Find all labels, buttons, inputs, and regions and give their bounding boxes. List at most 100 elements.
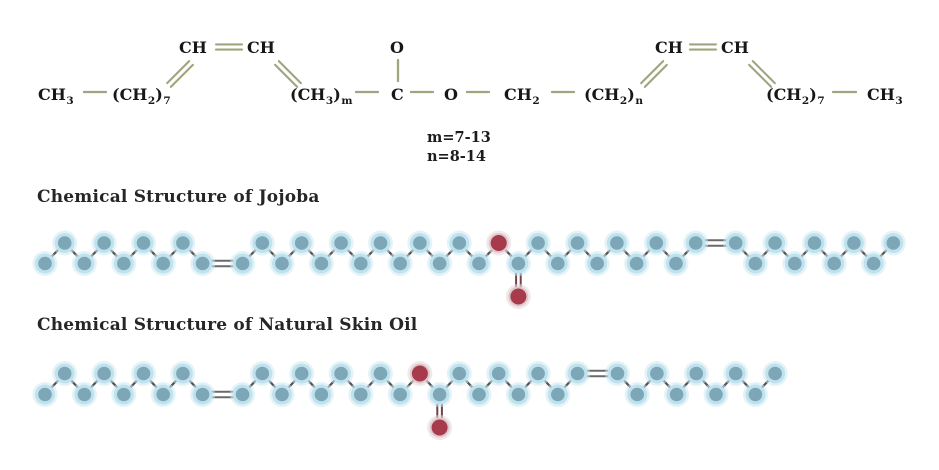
ch3-left: CH3 xyxy=(38,85,74,107)
carbon-atom xyxy=(590,256,604,271)
m-range-text: m=7-13 xyxy=(427,129,491,146)
carbon-atom xyxy=(413,236,427,250)
carbon-atom xyxy=(373,366,388,381)
carbon-atom xyxy=(768,236,782,250)
carbon-atom xyxy=(77,387,92,402)
ch2-text: CH xyxy=(504,85,532,104)
carbon-atom xyxy=(136,236,151,250)
carbon-atom xyxy=(373,236,388,250)
carbon-atom xyxy=(136,366,151,381)
carbon-atom xyxy=(472,387,486,402)
carbon-atom xyxy=(452,236,467,250)
ch3-left-subscript: 3 xyxy=(66,94,74,107)
carbon-atom xyxy=(97,236,111,250)
carbon-atom xyxy=(807,236,822,250)
carbon-atom xyxy=(866,256,881,271)
carbon-atom xyxy=(117,256,131,271)
ch2-subscript: 2 xyxy=(532,94,540,107)
carbon-atom xyxy=(650,366,664,381)
ch-alkene2-right-text: CH xyxy=(721,38,749,57)
ch-alkene2-left: CH xyxy=(655,38,683,57)
ch3-m: (CH3)m xyxy=(290,85,352,107)
carbon-atom xyxy=(827,256,841,271)
double-bond xyxy=(166,60,191,85)
carbon-atom xyxy=(314,256,329,271)
carbon-atom xyxy=(275,387,289,402)
carbon-atom xyxy=(334,236,348,250)
ch2-7-left-subscript: 7 xyxy=(163,94,171,107)
double-bond xyxy=(169,63,194,88)
ch-alkene2-left-text: CH xyxy=(655,38,683,57)
carbon-atom xyxy=(689,366,704,381)
ch2-7-left-subscript: 2 xyxy=(147,94,156,107)
carbon-atom xyxy=(156,387,170,402)
ch3-left-text: CH xyxy=(38,85,66,104)
ch2-n-text: (CH xyxy=(584,85,620,104)
carbon-atom xyxy=(235,387,250,402)
ch2-n-text: ) xyxy=(627,85,635,104)
ch-alkene1-right-text: CH xyxy=(247,38,275,57)
mn-range-note: m=7-13 n=8-14 xyxy=(427,128,491,166)
carbonyl-carbon-text: C xyxy=(391,85,404,104)
carbon-atom xyxy=(294,366,309,381)
ch2-7-right-subscript: 2 xyxy=(801,94,810,107)
oxygen-atom xyxy=(490,235,507,251)
carbon-atom xyxy=(847,236,861,250)
ch2-7-left: (CH2)7 xyxy=(112,85,171,107)
carbon-atom xyxy=(768,366,782,381)
carbon-atom xyxy=(610,236,624,250)
carbon-atom xyxy=(275,256,289,271)
carbon-atom xyxy=(728,236,743,250)
carbon-atom xyxy=(511,256,526,271)
carbon-atom xyxy=(669,387,684,402)
carbon-atom xyxy=(432,387,447,402)
carbon-atom xyxy=(314,387,329,402)
carbonyl-carbon: C xyxy=(391,85,404,104)
ch2-7-right: (CH2)7 xyxy=(766,85,825,107)
carbon-atom xyxy=(354,256,368,271)
carbonyl-oxygen: O xyxy=(390,38,404,57)
carbon-atom xyxy=(629,256,644,271)
carbon-atom xyxy=(728,366,743,381)
carbon-atom xyxy=(255,366,270,381)
carbon-atom xyxy=(156,256,170,271)
double-bond xyxy=(277,60,302,85)
carbon-atom xyxy=(117,387,131,402)
carbon-atom xyxy=(669,256,683,271)
carbon-atom xyxy=(235,256,250,271)
double-bond xyxy=(748,63,773,88)
ch3-m-text: ) xyxy=(333,85,341,104)
carbon-atom xyxy=(354,387,368,402)
double-bond xyxy=(274,63,299,88)
double-bond xyxy=(640,60,665,85)
n-range-text: n=8-14 xyxy=(427,148,486,165)
ester-oxygen: O xyxy=(444,85,458,104)
ch3-right-text: CH xyxy=(867,85,895,104)
carbon-atom xyxy=(255,236,270,250)
carbon-atom xyxy=(551,387,565,402)
double-bond xyxy=(751,60,776,85)
ch-alkene1-left-text: CH xyxy=(179,38,207,57)
oxygen-atom xyxy=(510,288,527,305)
ch2-7-left-text: (CH xyxy=(112,85,148,104)
carbon-atom xyxy=(570,236,585,250)
double-bond xyxy=(643,63,668,88)
ch2-n: (CH2)n xyxy=(584,85,643,107)
carbon-atom xyxy=(334,366,348,381)
carbon-atom xyxy=(886,236,901,250)
ch2-n-subscript: n xyxy=(635,94,643,107)
carbon-atom xyxy=(57,366,72,381)
carbon-atom xyxy=(610,366,625,381)
carbon-atom xyxy=(570,366,585,381)
ch-alkene2-right: CH xyxy=(721,38,749,57)
carbon-atom xyxy=(531,236,545,250)
carbon-atom xyxy=(294,236,309,250)
skin-oil-heading: Chemical Structure of Natural Skin Oil xyxy=(37,315,418,335)
ch-alkene1-right: CH xyxy=(247,38,275,57)
oxygen-atom xyxy=(431,419,448,436)
skin-oil-chain xyxy=(32,361,788,440)
ch2-n-subscript: 2 xyxy=(619,94,628,107)
carbon-atom xyxy=(531,366,545,381)
